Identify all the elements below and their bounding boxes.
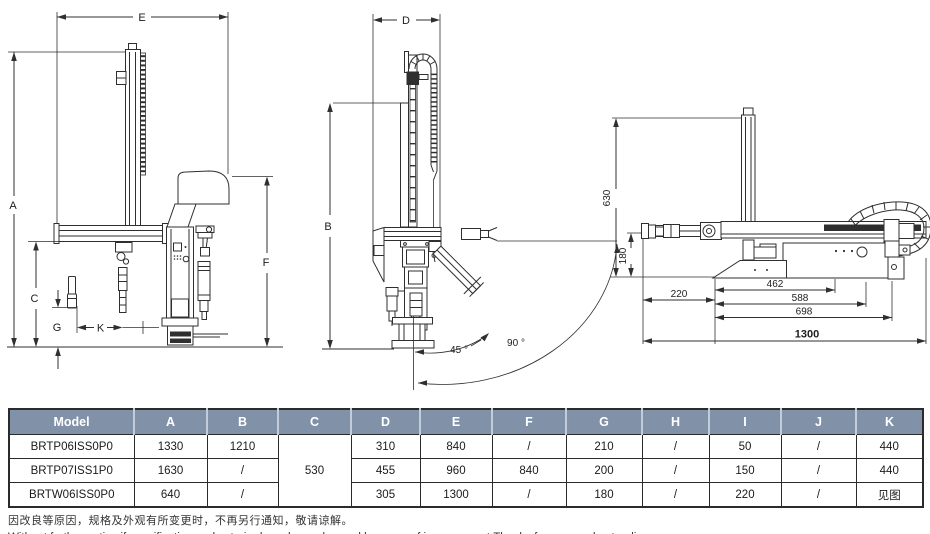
spec-table: Model A B C D E F G H I J K BRTP06ISS0P0… [8,408,924,508]
dim-label-f: F [263,257,270,269]
table-row: BRTP06ISS0P0 1330 1210 530 310 840 / 210… [8,434,924,508]
col-header-model: Model [9,409,134,435]
dim-label-220: 220 [671,289,688,300]
dim-label-630: 630 [602,189,613,206]
col-header-b: B [206,409,278,435]
front-view-drawing: D B [322,14,620,390]
dim-label-1300: 1300 [795,329,819,341]
shared-c-cell: 530 [277,434,352,508]
col-header-e: E [419,409,492,435]
model-cell: BRTP06ISS0P0 [8,434,135,459]
side-view-drawing: E A [7,12,283,369]
dim-label-588: 588 [792,293,809,304]
top-view-drawing: 630 180 [602,107,930,344]
col-header-d: D [350,409,420,435]
model-cell: BRTP07ISS1P0 [8,458,135,483]
dim-label-a: A [9,200,17,212]
table-header-row: Model A B C D E F G H I J K [9,409,923,435]
col-header-c: C [277,409,351,435]
disclaimer-chinese: 因改良等原因，规格及外观有所变更时，不再另行通知，敬请谅解。 [8,515,353,527]
table-row: BRTP07ISS1P0 1630 / 455 960 840 200 / 15… [8,458,924,483]
robot-dimension-drawings: E A [7,12,930,390]
dim-label-698: 698 [796,307,813,318]
col-header-k: K [855,409,923,435]
dim-label-c: C [31,293,39,305]
col-header-h: H [641,409,709,435]
dim-label-b: B [324,221,331,233]
angle-label-45: 45 ° [450,345,468,356]
dim-label-462: 462 [767,279,784,290]
dim-label-d: D [402,15,410,27]
dim-label-g: G [53,322,62,334]
col-header-a: A [133,409,207,435]
col-header-j: J [780,409,856,435]
table-row: BRTW06ISS0P0 640 / 305 1300 / 180 / 220 … [8,482,924,508]
col-header-g: G [565,409,642,435]
disclaimer-english: Without further notice if specification … [8,532,930,534]
col-header-f: F [491,409,566,435]
dim-label-k: K [97,323,105,335]
model-cell: BRTW06ISS0P0 [8,482,135,508]
dim-label-180: 180 [618,247,629,264]
col-header-i: I [708,409,781,435]
dim-label-e: E [138,12,145,24]
angle-label-90: 90 ° [507,338,525,349]
